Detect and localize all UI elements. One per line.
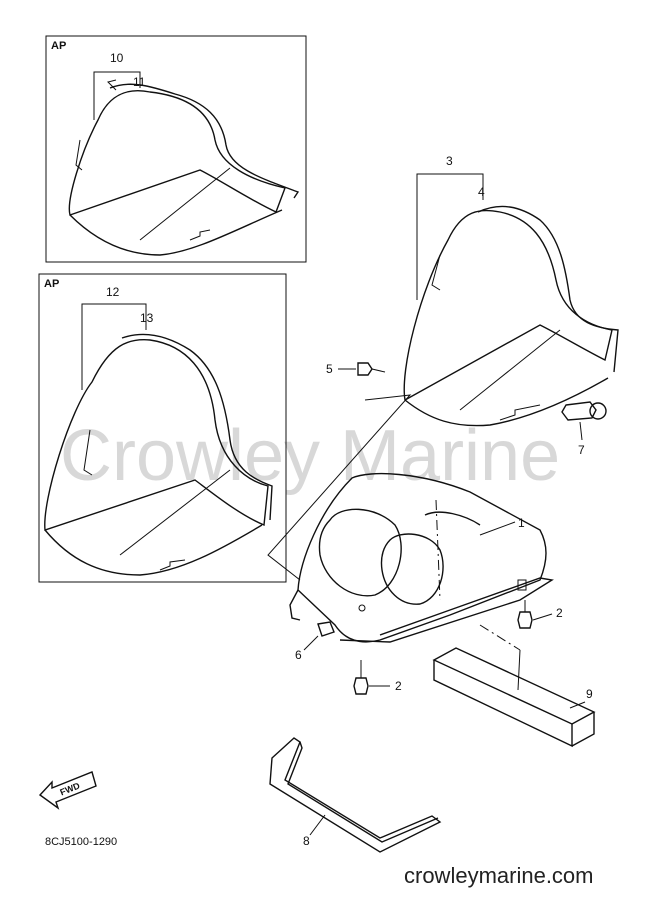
callout-13: 13 bbox=[140, 311, 154, 325]
ap-box-top-label: AP bbox=[51, 40, 66, 52]
callout-11: 11 bbox=[133, 75, 146, 89]
callout-4: 4 bbox=[478, 185, 485, 199]
trim-strip-8 bbox=[269, 737, 442, 853]
cowl-1 bbox=[289, 472, 554, 643]
callout-10: 10 bbox=[110, 51, 124, 65]
bolt-2a bbox=[517, 600, 553, 629]
screw-5 bbox=[338, 362, 386, 376]
grommet-6 bbox=[303, 621, 335, 651]
foam-block-9 bbox=[432, 647, 596, 748]
callout-2a: 2 bbox=[556, 606, 563, 620]
watermark-text: Crowley Marine bbox=[60, 416, 560, 496]
ap-box-bottom: AP 12 13 bbox=[38, 273, 287, 583]
callout-5: 5 bbox=[326, 362, 333, 376]
assembly-leader bbox=[267, 394, 412, 581]
callout-8: 8 bbox=[303, 834, 310, 848]
fwd-arrow-icon: FWD bbox=[38, 771, 97, 810]
part-code: 8CJ5100-1290 bbox=[45, 836, 117, 848]
windshield-bottom bbox=[44, 333, 273, 576]
ap-box-bottom-label: AP bbox=[44, 278, 59, 290]
callout-9: 9 bbox=[586, 687, 593, 701]
bracket-3 bbox=[416, 173, 484, 300]
windshield-top bbox=[68, 79, 300, 256]
callout-3: 3 bbox=[446, 154, 453, 168]
clip-7 bbox=[561, 401, 607, 441]
site-url: crowleymarine.com bbox=[404, 863, 594, 888]
windshield-main bbox=[403, 205, 619, 427]
ap-box-top: AP 10 11 bbox=[45, 35, 307, 263]
callout-1: 1 bbox=[518, 516, 525, 530]
callout-7: 7 bbox=[578, 443, 585, 457]
callout-2b: 2 bbox=[395, 679, 402, 693]
callout-12: 12 bbox=[106, 285, 120, 299]
callout-6: 6 bbox=[295, 648, 302, 662]
bolt-2b bbox=[353, 660, 390, 695]
fwd-label: FWD bbox=[58, 780, 81, 797]
